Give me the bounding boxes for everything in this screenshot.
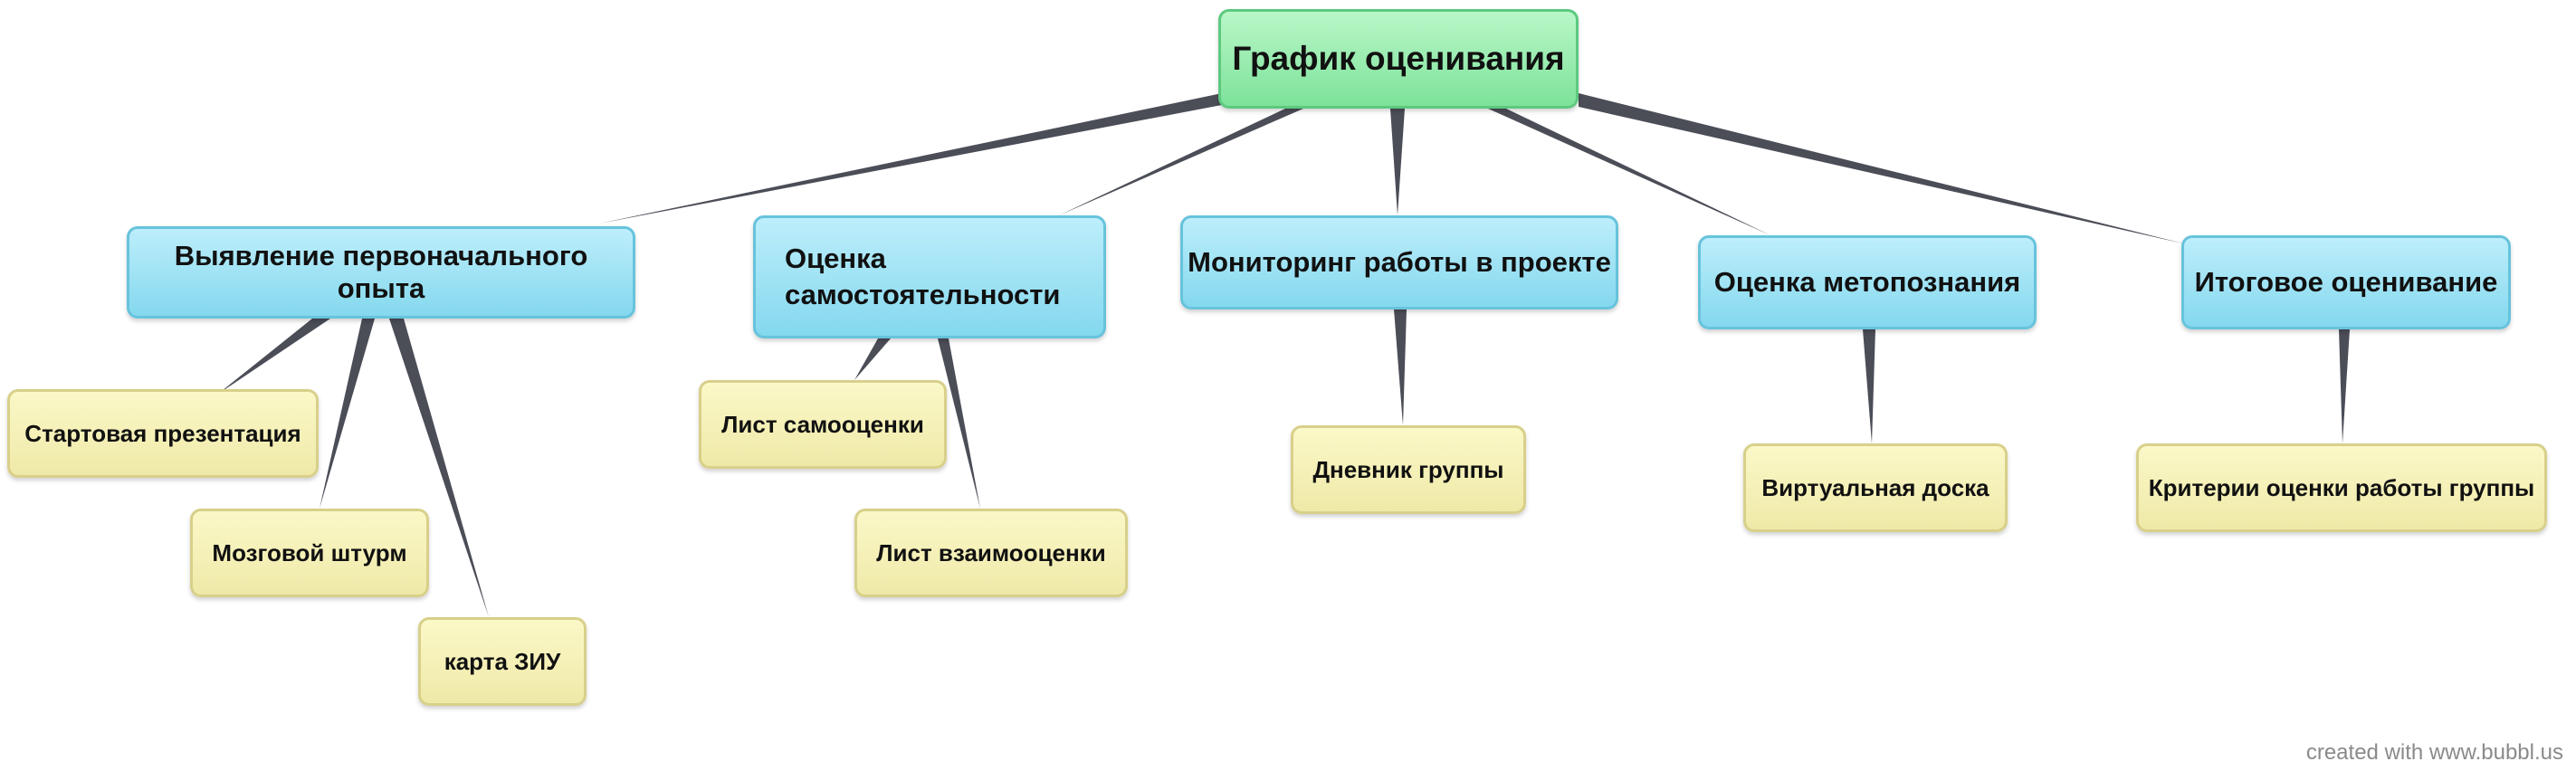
connector-b2-leaf2	[938, 338, 980, 509]
connector-root-b2	[1059, 109, 1303, 215]
leaf-label: Стартовая презентация	[24, 419, 301, 447]
leaf-label: Критерии оценки работы группы	[2148, 473, 2535, 501]
branch-node-metacognition[interactable]: Оценка метопознания	[1698, 235, 2037, 329]
branch-label: Итоговое оценивание	[2194, 266, 2498, 298]
leaf-node-group-diary[interactable]: Дневник группы	[1291, 425, 1526, 514]
connector-b3-leaf1	[1394, 309, 1407, 425]
leaf-node-group-work-criteria[interactable]: Критерии оценки работы группы	[2136, 443, 2547, 532]
connector-root-b5	[1579, 93, 2187, 244]
branch-node-independence[interactable]: Оценка самостоятельности	[753, 215, 1106, 338]
root-label: График оценивания	[1232, 40, 1565, 77]
leaf-node-start-presentation[interactable]: Стартовая презентация	[7, 389, 319, 478]
footer-credit: created with www.bubbl.us	[2305, 740, 2563, 765]
branch-node-final-assessment[interactable]: Итоговое оценивание	[2181, 235, 2511, 329]
connector-b4-leaf1	[1863, 329, 1875, 443]
leaf-label: Виртуальная доска	[1761, 473, 1989, 501]
branch-label: Оценка метопознания	[1713, 266, 2021, 298]
connector-b1-leaf2	[320, 319, 375, 509]
connector-b5-leaf1	[2339, 329, 2350, 443]
root-node[interactable]: График оценивания	[1218, 9, 1579, 109]
branch-node-project-monitoring[interactable]: Мониторинг работы в проекте	[1180, 215, 1618, 309]
connector-b2-leaf1	[854, 338, 891, 380]
leaf-node-virtual-board[interactable]: Виртуальная доска	[1743, 443, 2008, 532]
connector-b1-leaf1	[217, 319, 330, 395]
branch-node-initial-experience[interactable]: Выявление первоначального опыта	[127, 226, 635, 319]
branch-label: Выявление первоначального опыта	[174, 240, 588, 304]
leaf-node-brainstorm[interactable]: Мозговой штурм	[190, 509, 429, 597]
branch-label: Мониторинг работы в проекте	[1188, 246, 1611, 278]
leaf-node-self-assessment-sheet[interactable]: Лист самооценки	[699, 380, 947, 469]
connector-root-b3	[1390, 109, 1405, 215]
leaf-node-peer-assessment-sheet[interactable]: Лист взаимооценки	[854, 509, 1128, 597]
leaf-label: карта ЗИУ	[444, 647, 561, 675]
leaf-label: Лист самооценки	[721, 410, 924, 438]
branch-label: Оценка самостоятельности	[785, 243, 1061, 310]
connector-root-b1	[599, 93, 1222, 224]
connector-root-b4	[1488, 109, 1770, 235]
leaf-node-ziu-map[interactable]: карта ЗИУ	[418, 617, 587, 706]
connector-b1-leaf3	[389, 319, 489, 617]
leaf-label: Мозговой штурм	[212, 538, 407, 566]
leaf-label: Дневник группы	[1312, 455, 1504, 483]
leaf-label: Лист взаимооценки	[876, 538, 1106, 566]
